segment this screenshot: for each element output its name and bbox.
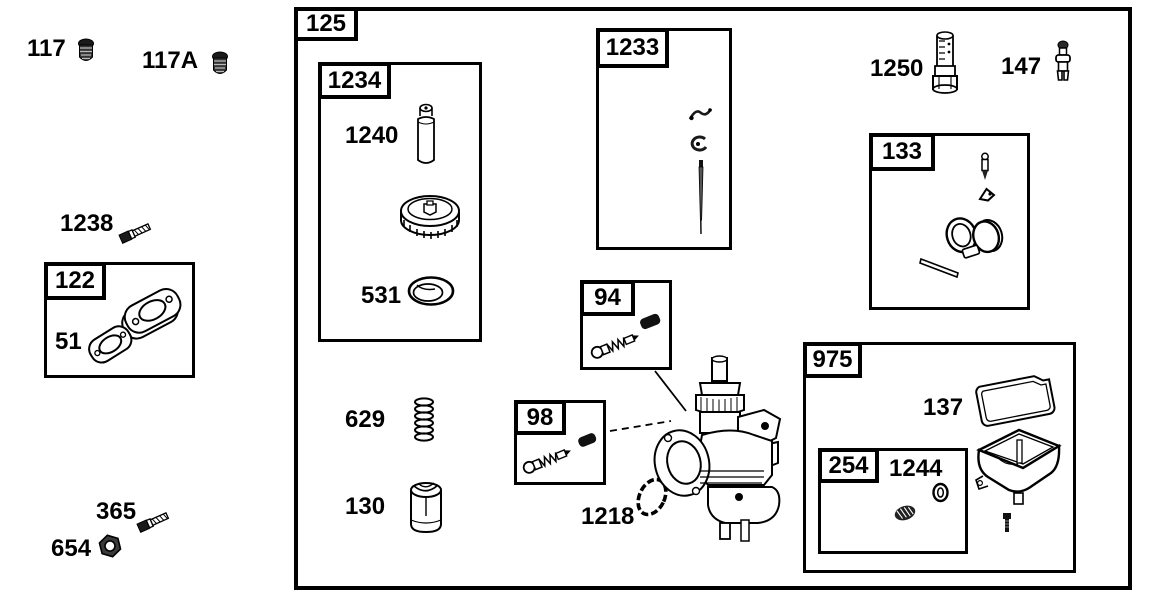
bowl-bolt-icon bbox=[1003, 513, 1011, 532]
group-box-1234 bbox=[318, 62, 482, 342]
e-clip-icon bbox=[690, 135, 708, 152]
part-label-147: 147 bbox=[1001, 53, 1042, 80]
group-tag-1234: 1234 bbox=[318, 62, 391, 99]
part-label-130: 130 bbox=[345, 493, 386, 520]
gasket-icon bbox=[88, 325, 133, 364]
float-icon bbox=[945, 217, 1004, 259]
bolt-icon bbox=[118, 222, 152, 244]
screw-icon bbox=[212, 51, 228, 74]
o-ring-icon bbox=[407, 276, 455, 306]
spring-icon bbox=[414, 397, 434, 442]
part-label-365: 365 bbox=[96, 498, 137, 525]
seal-ring-icon bbox=[932, 482, 949, 503]
part-label-1238: 1238 bbox=[60, 210, 114, 237]
part-label-137: 137 bbox=[923, 394, 964, 421]
part-label-1244: 1244 bbox=[889, 455, 943, 482]
float-hinge-pin-icon bbox=[919, 257, 959, 279]
jet-needle-icon bbox=[698, 160, 704, 235]
group-tag-133: 133 bbox=[869, 133, 935, 171]
group-box-122 bbox=[44, 262, 195, 378]
part-label-1250: 1250 bbox=[870, 55, 924, 82]
drain-screw-icon bbox=[894, 505, 916, 521]
group-tag-125: 125 bbox=[294, 7, 358, 41]
part-label-654: 654 bbox=[51, 535, 92, 562]
bowl-gasket-icon bbox=[975, 375, 1056, 427]
group-tag-254: 254 bbox=[818, 448, 879, 483]
group-box-133 bbox=[869, 133, 1030, 310]
mixture-screw-icon bbox=[522, 449, 571, 474]
group-tag-975: 975 bbox=[803, 342, 862, 378]
group-box-254 bbox=[818, 448, 968, 554]
group-box-975 bbox=[803, 342, 1076, 573]
carburetor-icon bbox=[653, 355, 782, 542]
part-label-531: 531 bbox=[361, 282, 402, 309]
float-bowl-icon bbox=[975, 428, 1062, 505]
group-tag-98: 98 bbox=[514, 400, 566, 435]
inlet-needle-icon bbox=[981, 152, 989, 180]
part-label-1240: 1240 bbox=[345, 122, 399, 149]
nut-icon bbox=[98, 534, 122, 558]
limiter-cap-icon bbox=[640, 313, 661, 330]
limiter-cap-icon bbox=[578, 433, 597, 447]
group-tag-1233: 1233 bbox=[596, 28, 669, 68]
knurled-cap-icon bbox=[400, 195, 460, 239]
part-label-1218: 1218 bbox=[581, 503, 635, 530]
throttle-slide-icon bbox=[410, 482, 442, 534]
float-clip-icon bbox=[978, 187, 996, 202]
bolt-icon bbox=[136, 511, 170, 533]
part-label-51: 51 bbox=[55, 328, 82, 355]
part-label-629: 629 bbox=[345, 406, 386, 433]
needle-valve-icon bbox=[1055, 40, 1071, 81]
mixture-screw-icon bbox=[590, 334, 639, 359]
needle-clip-icon bbox=[688, 108, 713, 121]
main-jet-icon bbox=[932, 31, 958, 94]
group-tag-122: 122 bbox=[44, 262, 106, 300]
plunger-icon bbox=[417, 103, 435, 164]
part-label-117: 117 bbox=[27, 35, 66, 62]
screw-icon bbox=[78, 38, 94, 61]
group-box-125 bbox=[294, 7, 1132, 590]
part-label-117a: 117A bbox=[142, 47, 199, 74]
group-tag-94: 94 bbox=[580, 280, 635, 316]
